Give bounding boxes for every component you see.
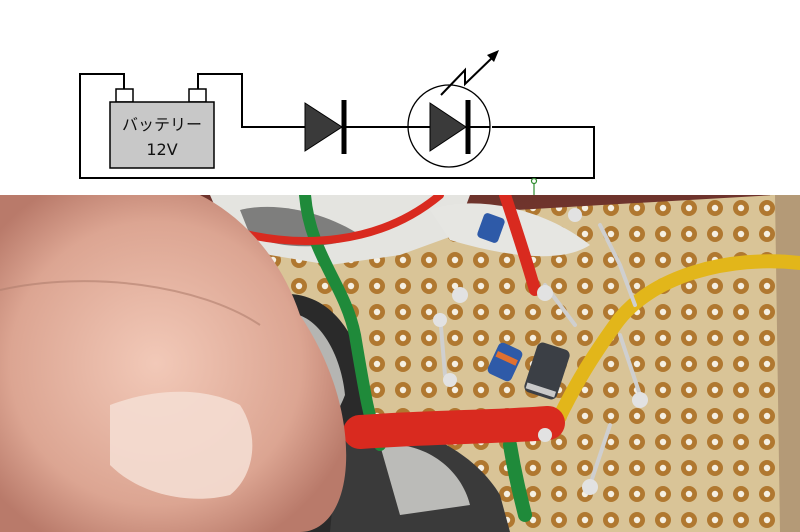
battery-terminal-right: [188, 88, 207, 103]
circuit-diagram: バッテリー 12V: [79, 50, 595, 195]
battery-terminal-left: [115, 88, 134, 103]
circuit-photo: [0, 195, 800, 532]
solder-joints: [433, 208, 648, 495]
components: [477, 213, 570, 400]
led-arrow-head: [487, 50, 499, 62]
wire-left-loop: [79, 73, 595, 179]
yellow-wire: [551, 254, 800, 427]
diode-triangle: [304, 102, 343, 152]
diode: [304, 100, 347, 154]
battery-voltage: 12V: [146, 140, 177, 159]
led-component: [487, 342, 523, 382]
led: [407, 50, 499, 168]
green-wire-bottom: [503, 438, 532, 522]
led-triangle: [429, 102, 467, 152]
led-emission-arrow: [440, 55, 495, 96]
battery-label: バッテリー: [122, 115, 202, 134]
battery: バッテリー 12V: [109, 88, 215, 169]
wire-battery-plus: [197, 73, 305, 128]
finger: [0, 195, 347, 532]
probe-marker: [530, 177, 538, 195]
red-wire-top: [226, 195, 444, 245]
battery-body: [109, 101, 215, 169]
wires: [226, 195, 800, 522]
small-blue-component: [477, 213, 505, 243]
red-wire-vertical: [499, 195, 541, 296]
red-wire-main: [343, 406, 565, 449]
